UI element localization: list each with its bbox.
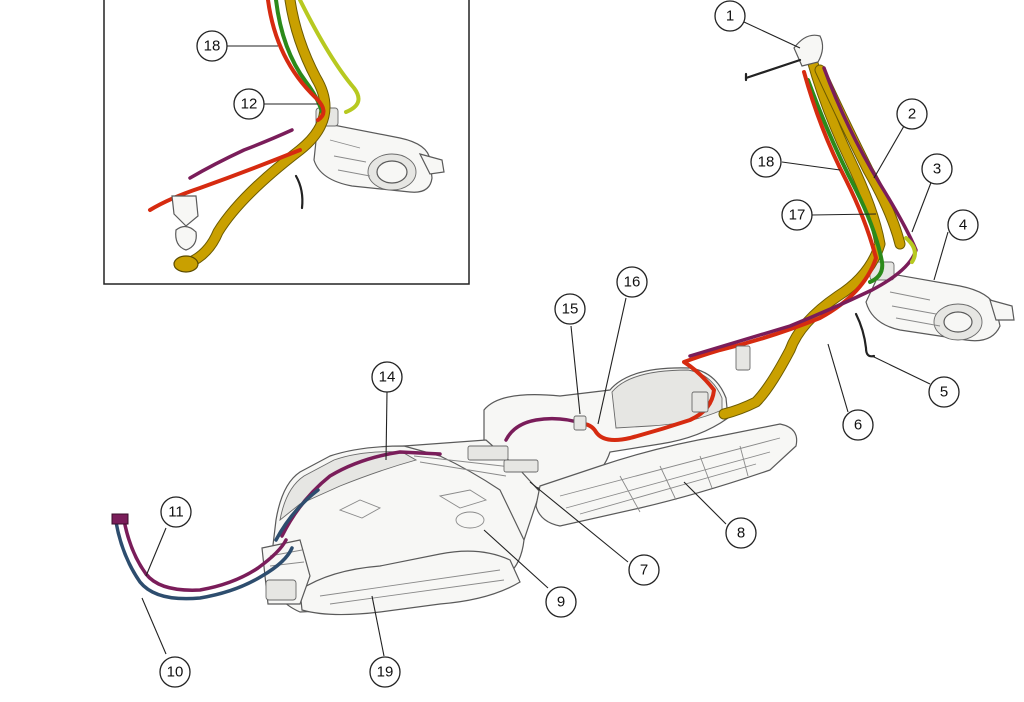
evap-canister <box>865 261 1015 342</box>
callout-12-label: 12 <box>241 96 258 113</box>
callout-17-label: 17 <box>789 207 806 224</box>
callout-15: 15 <box>554 293 586 325</box>
callout-2-label: 2 <box>908 106 916 123</box>
callout-9-label: 9 <box>557 594 565 611</box>
callout-8-label: 8 <box>737 525 745 542</box>
callout-1-label: 1 <box>726 8 734 25</box>
callout-10-label: 10 <box>167 664 184 681</box>
callout-16-label: 16 <box>624 274 641 291</box>
callout-6: 6 <box>842 409 874 441</box>
callout-1: 1 <box>714 0 746 32</box>
callout-14-label: 14 <box>379 369 396 386</box>
callout-10: 10 <box>159 656 191 688</box>
callout-15-label: 15 <box>562 301 579 318</box>
callout-11-label: 11 <box>168 504 184 521</box>
callout-8: 8 <box>725 517 757 549</box>
callout-3-label: 3 <box>933 161 941 178</box>
leader-lines <box>141 21 949 657</box>
callout-4: 4 <box>947 209 979 241</box>
callout-7-label: 7 <box>640 562 648 579</box>
callout-5-label: 5 <box>940 384 948 401</box>
callout-16: 16 <box>616 266 648 298</box>
callout-4-label: 4 <box>959 217 967 234</box>
callout-18-inset-label: 18 <box>204 38 221 55</box>
callout-19-label: 19 <box>377 664 394 681</box>
callout-9: 9 <box>545 586 577 618</box>
callout-17: 17 <box>781 199 813 231</box>
callout-18-label: 18 <box>758 154 775 171</box>
callout-6-label: 6 <box>854 417 862 434</box>
tank-lines-left <box>111 450 442 601</box>
callout-14: 14 <box>371 361 403 393</box>
callout-5: 5 <box>928 376 960 408</box>
callout-18: 18 <box>750 146 782 178</box>
callout-18-inset: 18 <box>196 30 228 62</box>
callout-2: 2 <box>896 98 928 130</box>
inset-canister <box>313 107 445 193</box>
callout-11: 11 <box>160 496 192 528</box>
callout-19: 19 <box>369 656 401 688</box>
callout-3: 3 <box>921 153 953 185</box>
inset-detail <box>103 0 470 285</box>
callout-12: 12 <box>233 88 265 120</box>
fuel-tank <box>261 367 798 616</box>
callout-7: 7 <box>628 554 660 586</box>
